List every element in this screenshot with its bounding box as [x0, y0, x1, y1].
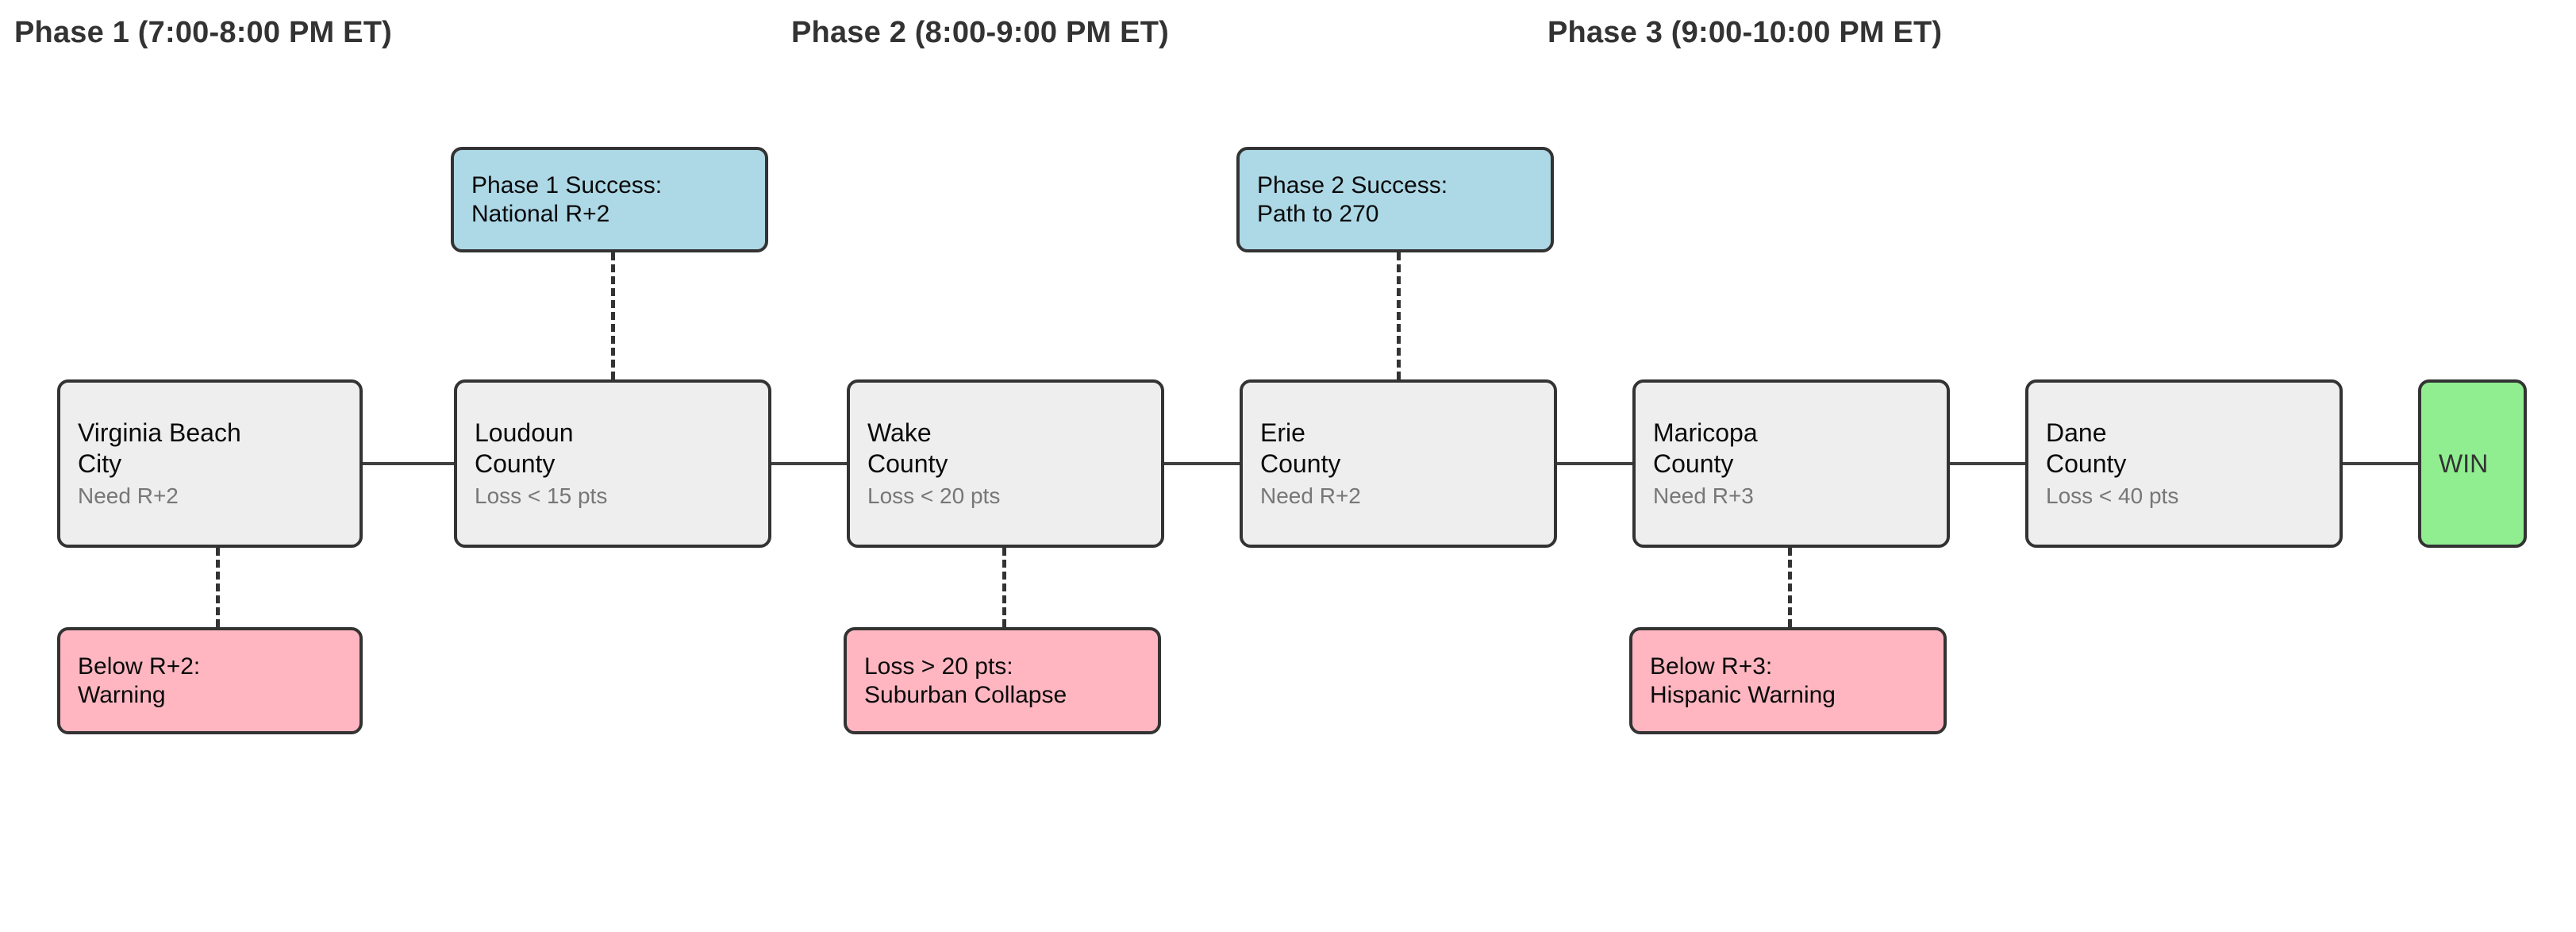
edge-erie-maricopa — [1557, 462, 1632, 465]
callout-label: Loss > 20 pts: Suburban Collapse — [864, 653, 1067, 708]
node-title: Loudoun County — [475, 418, 574, 479]
edge-maricopa-hispanic — [1788, 548, 1792, 627]
win-label: WIN — [2439, 449, 2489, 478]
node-title: Erie County — [1260, 418, 1341, 479]
edge-wake-erie — [1164, 462, 1240, 465]
callout-label: Phase 1 Success: National R+2 — [471, 172, 663, 227]
callout-label: Below R+3: Hispanic Warning — [1650, 653, 1836, 708]
node-subtitle: Need R+2 — [1260, 483, 1361, 509]
node-title: Virginia Beach City — [78, 418, 241, 479]
node-title: Dane County — [2046, 418, 2127, 479]
node-hispanic-warning[interactable]: Below R+3: Hispanic Warning — [1629, 627, 1947, 734]
edge-erie-phase2-success — [1397, 252, 1401, 379]
edge-vbc-loudoun — [363, 462, 454, 465]
phase-header-3: Phase 3 (9:00-10:00 PM ET) — [1548, 16, 1943, 49]
callout-label: Phase 2 Success: Path to 270 — [1257, 172, 1448, 227]
node-win[interactable]: WIN — [2418, 379, 2527, 548]
node-phase-2-success[interactable]: Phase 2 Success: Path to 270 — [1236, 147, 1554, 252]
node-subtitle: Loss < 40 pts — [2046, 483, 2179, 509]
node-title: Wake County — [867, 418, 948, 479]
node-subtitle: Loss < 15 pts — [475, 483, 608, 509]
edge-maricopa-dane — [1950, 462, 2025, 465]
node-subtitle: Loss < 20 pts — [867, 483, 1001, 509]
node-below-r2-warning[interactable]: Below R+2: Warning — [57, 627, 363, 734]
edge-vbc-warning — [216, 548, 220, 627]
phase-header-1: Phase 1 (7:00-8:00 PM ET) — [14, 16, 392, 49]
node-title: Maricopa County — [1653, 418, 1758, 479]
callout-label: Below R+2: Warning — [78, 653, 201, 708]
node-subtitle: Need R+3 — [1653, 483, 1754, 509]
phase-header-2: Phase 2 (8:00-9:00 PM ET) — [791, 16, 1169, 49]
node-suburban-collapse[interactable]: Loss > 20 pts: Suburban Collapse — [844, 627, 1161, 734]
edge-wake-collapse — [1002, 548, 1006, 627]
edge-loudoun-wake — [771, 462, 847, 465]
node-phase-1-success[interactable]: Phase 1 Success: National R+2 — [451, 147, 768, 252]
edge-loudoun-phase1-success — [611, 252, 615, 379]
edge-dane-win — [2343, 462, 2418, 465]
node-subtitle: Need R+2 — [78, 483, 179, 509]
